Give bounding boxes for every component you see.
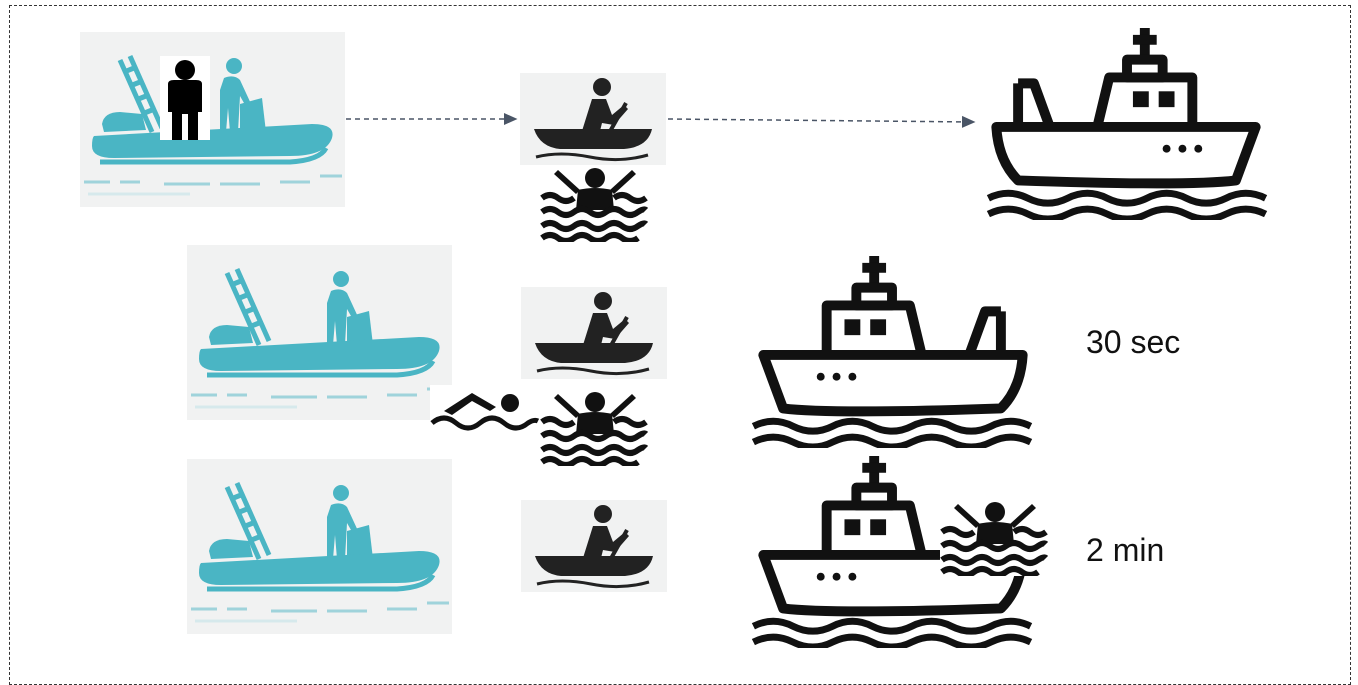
rib-boat-icon xyxy=(187,459,452,634)
rowboat-icon xyxy=(521,500,667,592)
arrow-rowboat-to-ship xyxy=(668,119,974,122)
time-label-30-sec: 30 sec xyxy=(1086,324,1180,361)
ship-icon xyxy=(742,250,1042,448)
time-label-2-min: 2 min xyxy=(1086,532,1164,569)
rib-boat-icon xyxy=(187,245,452,420)
drowning-person-icon xyxy=(540,390,648,466)
rowboat-icon xyxy=(521,287,667,379)
swimmer-icon xyxy=(430,385,540,433)
drowning-person-icon xyxy=(940,500,1048,576)
